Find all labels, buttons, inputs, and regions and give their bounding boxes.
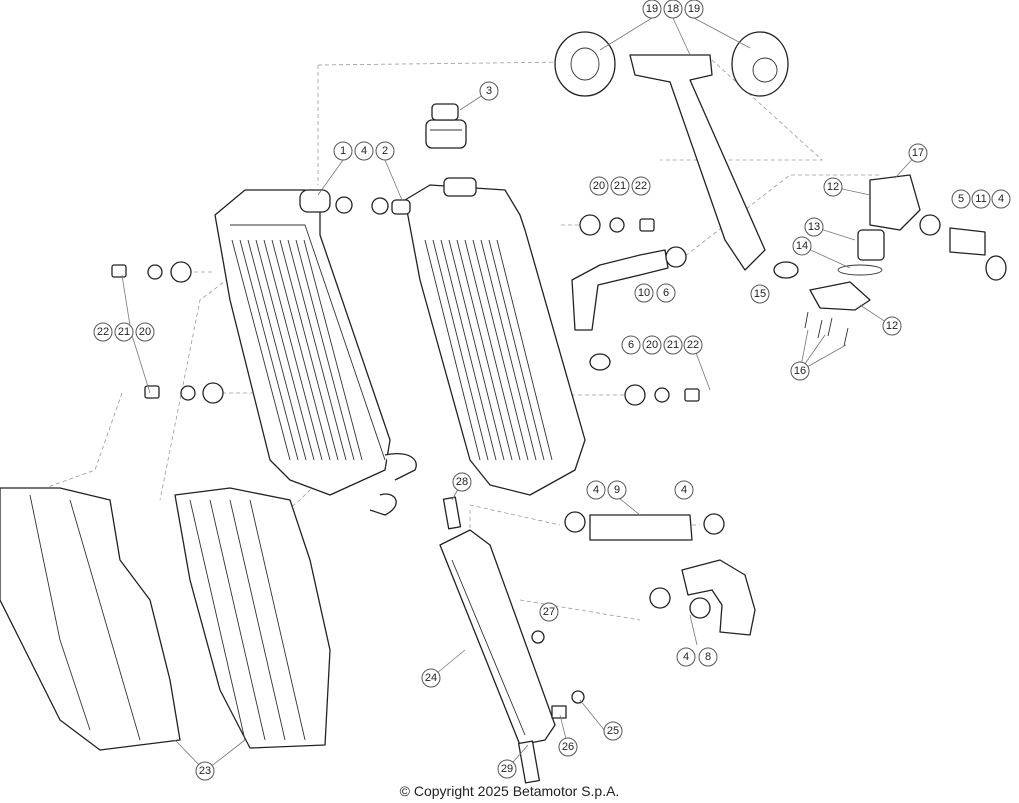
copyright-notice: © Copyright 2025 Betamotor S.p.A. bbox=[399, 783, 620, 799]
callout-29: 29 bbox=[497, 759, 517, 779]
callout-28: 28 bbox=[452, 472, 472, 492]
callout-label: 29 bbox=[501, 763, 513, 775]
callout-20: 20 bbox=[589, 176, 609, 196]
thermostat-assembly bbox=[804, 174, 921, 347]
callout-label: 14 bbox=[796, 240, 808, 252]
callout-label: 3 bbox=[486, 85, 492, 97]
callout-13: 13 bbox=[804, 217, 824, 237]
callout-label: 6 bbox=[628, 339, 634, 351]
callout-label: 19 bbox=[688, 3, 700, 15]
callout-21: 21 bbox=[114, 322, 134, 342]
callout-label: 20 bbox=[139, 326, 151, 338]
callout-1: 1 bbox=[333, 141, 353, 161]
radiator-cap bbox=[425, 103, 467, 149]
callout-label: 6 bbox=[663, 287, 669, 299]
callout-label: 20 bbox=[593, 180, 605, 192]
callout-label: 12 bbox=[827, 181, 839, 193]
callout-4: 4 bbox=[586, 480, 606, 500]
callout-4: 4 bbox=[674, 480, 694, 500]
callout-label: 27 bbox=[543, 606, 555, 618]
callout-20: 20 bbox=[135, 322, 155, 342]
callout-label: 12 bbox=[886, 320, 898, 332]
right-shroud bbox=[174, 487, 331, 749]
callout-label: 4 bbox=[683, 651, 689, 663]
callout-11: 11 bbox=[971, 189, 991, 209]
callout-4: 4 bbox=[991, 189, 1011, 209]
callout-23: 23 bbox=[195, 761, 215, 781]
callout-21: 21 bbox=[610, 176, 630, 196]
callout-label: 26 bbox=[562, 741, 574, 753]
callout-label: 15 bbox=[754, 288, 766, 300]
callout-label: 2 bbox=[382, 145, 388, 157]
callout-label: 23 bbox=[199, 765, 211, 777]
callout-26: 26 bbox=[558, 737, 578, 757]
callout-19: 19 bbox=[684, 0, 704, 19]
callout-25: 25 bbox=[603, 721, 623, 741]
upper-hose bbox=[554, 31, 789, 271]
callout-label: 24 bbox=[425, 672, 437, 684]
straight-hose bbox=[564, 511, 725, 541]
callout-label: 4 bbox=[681, 484, 687, 496]
callout-4: 4 bbox=[354, 141, 374, 161]
callout-17: 17 bbox=[908, 143, 928, 163]
callout-label: 22 bbox=[687, 339, 699, 351]
callout-label: 4 bbox=[593, 484, 599, 496]
callout-label: 28 bbox=[456, 476, 468, 488]
callout-9: 9 bbox=[607, 480, 627, 500]
callout-24: 24 bbox=[421, 668, 441, 688]
callout-14: 14 bbox=[792, 236, 812, 256]
callout-16: 16 bbox=[790, 361, 810, 381]
callout-22: 22 bbox=[631, 176, 651, 196]
callout-6: 6 bbox=[621, 335, 641, 355]
callout-22: 22 bbox=[93, 322, 113, 342]
callout-label: 18 bbox=[667, 3, 679, 15]
callout-6: 6 bbox=[656, 283, 676, 303]
callout-21: 21 bbox=[663, 335, 683, 355]
elbow-hose bbox=[649, 559, 756, 636]
callout-label: 19 bbox=[646, 3, 658, 15]
callout-3: 3 bbox=[479, 81, 499, 101]
callout-label: 9 bbox=[614, 484, 620, 496]
callout-label: 8 bbox=[705, 651, 711, 663]
callout-label: 11 bbox=[975, 193, 986, 205]
right-radiator bbox=[391, 177, 586, 496]
callout-5: 5 bbox=[951, 189, 971, 209]
callout-label: 13 bbox=[808, 221, 820, 233]
callout-12: 12 bbox=[823, 177, 843, 197]
callout-27: 27 bbox=[539, 602, 559, 622]
callout-18: 18 bbox=[663, 0, 683, 19]
callout-label: 1 bbox=[340, 145, 346, 157]
small-fittings bbox=[111, 196, 799, 719]
callout-8: 8 bbox=[698, 647, 718, 667]
callout-label: 20 bbox=[646, 339, 658, 351]
callout-19: 19 bbox=[642, 0, 662, 19]
radiator-guard-plate bbox=[439, 496, 556, 784]
callout-15: 15 bbox=[750, 284, 770, 304]
callout-label: 22 bbox=[635, 180, 647, 192]
callout-4: 4 bbox=[676, 647, 696, 667]
callout-label: 5 bbox=[958, 193, 964, 205]
callouts: 19 18 19 3 17 1 4 2 20 21 22 12 5 11 4 1… bbox=[93, 0, 1011, 781]
callout-20: 20 bbox=[642, 335, 662, 355]
callout-label: 4 bbox=[998, 193, 1004, 205]
callout-label: 17 bbox=[912, 147, 924, 159]
callout-label: 4 bbox=[361, 145, 367, 157]
bypass-hose bbox=[919, 214, 1007, 281]
callout-label: 16 bbox=[794, 365, 806, 377]
callout-2: 2 bbox=[375, 141, 395, 161]
callout-label: 25 bbox=[607, 725, 619, 737]
callout-label: 21 bbox=[667, 339, 679, 351]
callout-22: 22 bbox=[683, 335, 703, 355]
callout-12: 12 bbox=[882, 316, 902, 336]
middle-hose bbox=[571, 246, 687, 331]
left-shroud bbox=[0, 487, 181, 751]
callout-10: 10 bbox=[634, 283, 654, 303]
callout-label: 21 bbox=[614, 180, 626, 192]
callout-label: 21 bbox=[118, 326, 130, 338]
callout-label: 22 bbox=[97, 326, 109, 338]
left-radiator bbox=[214, 189, 417, 516]
callout-label: 10 bbox=[638, 287, 650, 299]
